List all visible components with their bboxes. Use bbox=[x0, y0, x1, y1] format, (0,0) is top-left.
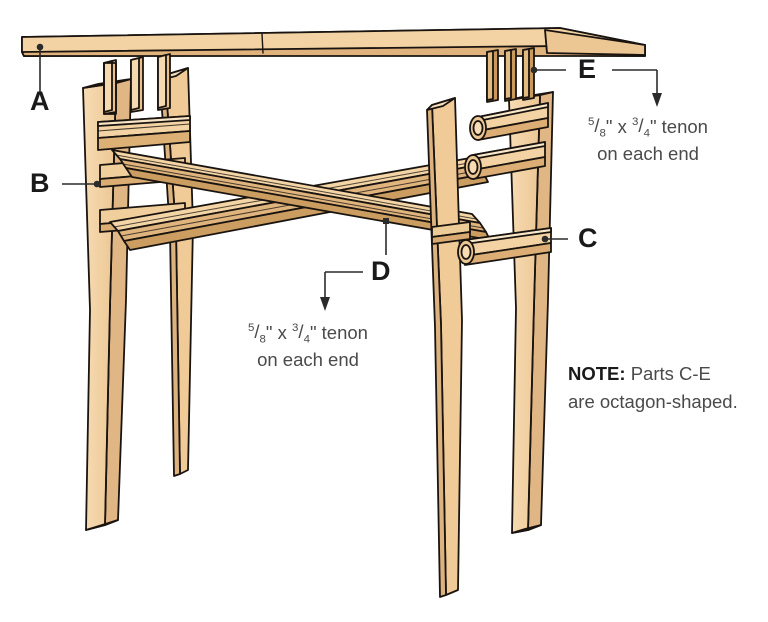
right-rung-upper bbox=[469, 102, 549, 141]
leader-lines bbox=[36, 43, 662, 311]
annotation-tenon-d-line1: 5/8" x 3/4" tenon bbox=[248, 321, 368, 346]
annotation-tenon-e-line1: 5/8" x 3/4" tenon bbox=[588, 115, 708, 140]
callout-label-e: E bbox=[578, 54, 597, 84]
tabletop-part-a bbox=[21, 27, 646, 57]
callout-label-b: B bbox=[30, 168, 50, 198]
tenon-group-right-part-e bbox=[486, 47, 535, 103]
tenon-group-left bbox=[103, 53, 171, 115]
note-line-2: are octagon-shaped. bbox=[568, 390, 738, 412]
leg-front-right bbox=[508, 91, 554, 534]
note-line-1: NOTE: Parts C-E bbox=[568, 360, 738, 388]
leg-back-right bbox=[426, 97, 463, 598]
right-rung-lower-part-c bbox=[457, 227, 552, 266]
callout-label-c: C bbox=[578, 223, 598, 253]
annotation-tenon-e: 5/8" x 3/4" tenon on each end bbox=[588, 114, 708, 168]
note-line-1-text: Parts C-E bbox=[625, 363, 711, 384]
right-connector-rods bbox=[431, 221, 471, 245]
left-upper-rail-assembly bbox=[97, 53, 191, 151]
callout-label-d: D bbox=[371, 256, 391, 286]
annotation-tenon-e-line2: on each end bbox=[597, 142, 699, 164]
right-rung-middle bbox=[464, 141, 546, 180]
leg-front-left-part-b bbox=[82, 78, 132, 531]
note-block: NOTE: Parts C-E are octagon-shaped. bbox=[568, 360, 738, 416]
annotation-tenon-d-line2: on each end bbox=[257, 348, 359, 370]
annotation-tenon-d: 5/8" x 3/4" tenon on each end bbox=[248, 320, 368, 374]
cross-stretcher-falling bbox=[111, 149, 491, 241]
note-prefix: NOTE: bbox=[568, 363, 626, 384]
callout-label-a: A bbox=[30, 86, 50, 116]
